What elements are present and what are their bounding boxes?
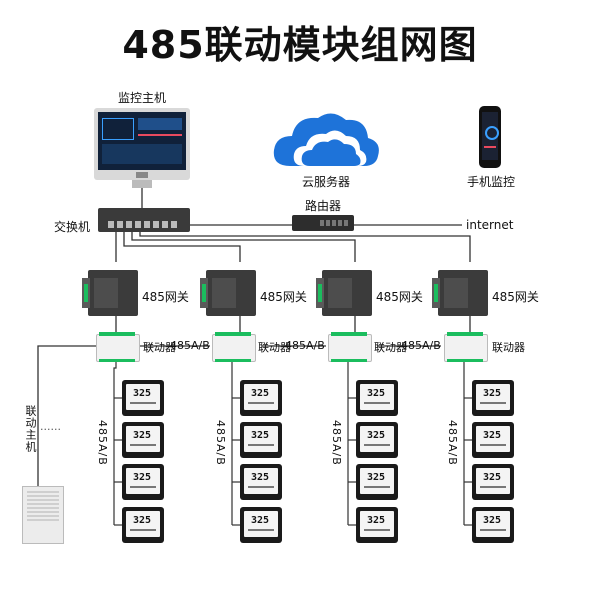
bus-vertical-label-3: 485A/B — [330, 420, 343, 466]
thermostat-panel: 325 — [122, 464, 164, 500]
thermostat-reading: 325 — [133, 430, 152, 441]
switch-icon — [98, 208, 190, 232]
linker-device-3 — [328, 332, 372, 362]
gateway-label-3: 485网关 — [376, 290, 423, 304]
page-title: 485联动模块组网图 — [122, 23, 478, 67]
thermostat-panel: 325 — [356, 380, 398, 416]
thermostat-panel: 325 — [356, 422, 398, 458]
host-label: 联动主机 — [24, 405, 37, 453]
thermostat-reading: 325 — [367, 388, 386, 399]
chain-bus-label-1: 485A/B — [170, 339, 210, 352]
router-label: 路由器 — [305, 199, 342, 213]
thermostat-reading: 325 — [483, 430, 502, 441]
thermostat-reading: 325 — [251, 515, 270, 526]
chain-bus-label-3: 485A/B — [401, 339, 441, 352]
thermostat-reading: 325 — [367, 515, 386, 526]
gateway-device-3 — [316, 270, 372, 316]
thermostat-reading: 325 — [251, 388, 270, 399]
thermostat-reading: 325 — [483, 472, 502, 483]
cloud-icon — [273, 113, 379, 166]
bus-vertical-label-1: 485A/B — [96, 420, 109, 466]
gateway-device-1 — [82, 270, 138, 316]
thermostat-panel: 325 — [240, 507, 282, 543]
gateway-label-1: 485网关 — [142, 290, 189, 304]
gateway-label-4: 485网关 — [492, 290, 539, 304]
bus-vertical-label-2: 485A/B — [214, 420, 227, 466]
thermostat-panel: 325 — [472, 507, 514, 543]
phone-icon — [479, 106, 501, 168]
thermostat-reading: 325 — [367, 472, 386, 483]
thermostat-reading: 325 — [483, 388, 502, 399]
thermostat-reading: 325 — [133, 515, 152, 526]
thermostat-panel: 325 — [240, 380, 282, 416]
linker-label-2: 联动器 — [258, 341, 291, 354]
thermostat-panel: 325 — [122, 422, 164, 458]
host-dots: ...... — [40, 420, 61, 433]
linker-device-2 — [212, 332, 256, 362]
mobile-monitor-label: 手机监控 — [467, 175, 516, 189]
linker-label-3: 联动器 — [374, 341, 407, 354]
router-icon — [292, 215, 354, 231]
thermostat-panel: 325 — [356, 507, 398, 543]
thermostat-reading: 325 — [483, 515, 502, 526]
thermostat-reading: 325 — [367, 430, 386, 441]
thermostat-reading: 325 — [251, 472, 270, 483]
thermostat-panel: 325 — [472, 380, 514, 416]
thermostat-panel: 325 — [240, 422, 282, 458]
internet-label: internet — [466, 218, 514, 232]
bus-line-1 — [113, 360, 117, 525]
gateway-device-2 — [200, 270, 256, 316]
switch-label: 交换机 — [54, 220, 91, 234]
linker-label-1: 联动器 — [143, 341, 176, 354]
thermostat-reading: 325 — [133, 388, 152, 399]
monitor-stand — [132, 180, 152, 188]
chain-bus-label-2: 485A/B — [285, 339, 325, 352]
thermostat-panel: 325 — [356, 464, 398, 500]
thermostat-panel: 325 — [122, 380, 164, 416]
host-unit-icon — [22, 486, 64, 544]
thermostat-reading: 325 — [251, 430, 270, 441]
thermostat-reading: 325 — [133, 472, 152, 483]
thermostat-panel: 325 — [240, 464, 282, 500]
monitor-host-label: 监控主机 — [118, 91, 167, 105]
linker-device-4 — [444, 332, 488, 362]
linker-device-1 — [96, 332, 140, 362]
bus-vertical-label-4: 485A/B — [446, 420, 459, 466]
thermostat-panel: 325 — [122, 507, 164, 543]
thermostat-panel: 325 — [472, 422, 514, 458]
linker-label-4: 联动器 — [492, 341, 525, 354]
thermostat-panel: 325 — [472, 464, 514, 500]
monitor-icon — [94, 108, 190, 180]
gateway-label-2: 485网关 — [260, 290, 307, 304]
gateway-device-4 — [432, 270, 488, 316]
cloud-server-label: 云服务器 — [302, 175, 351, 189]
